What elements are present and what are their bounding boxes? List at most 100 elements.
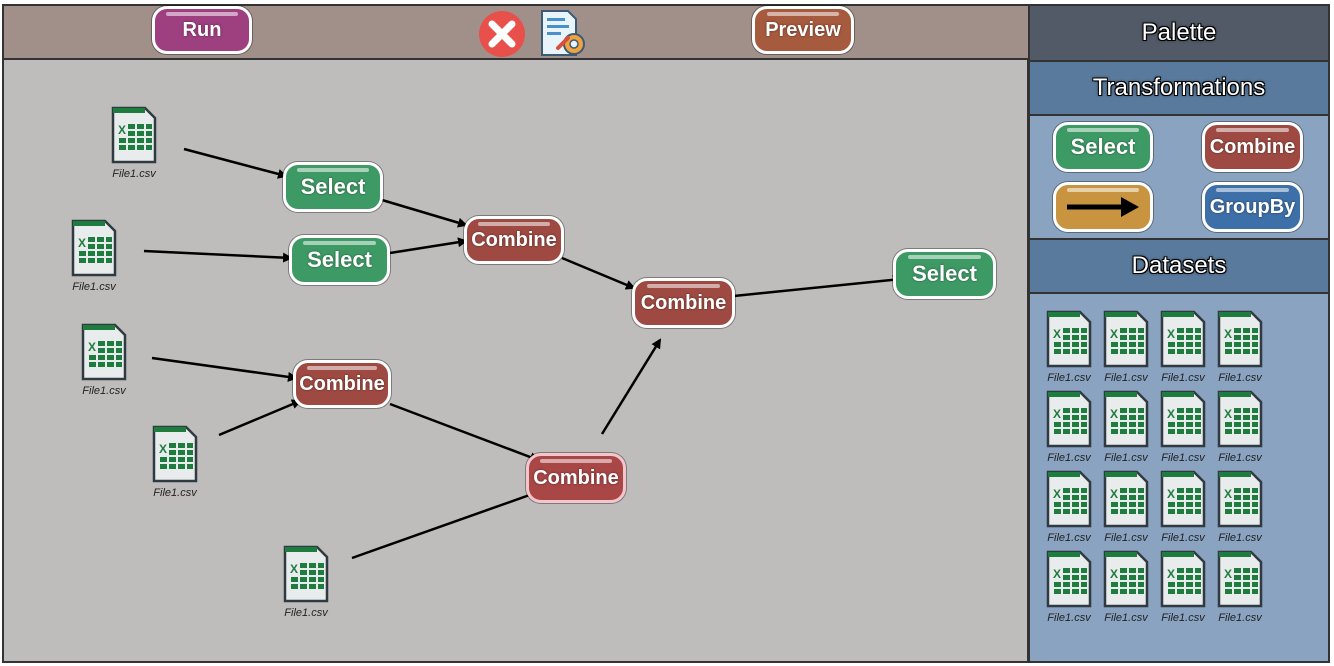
svg-text:X: X [1167,487,1175,501]
excel-file-icon: X [1217,550,1263,608]
transformations-section: Select Combine GroupBy [1030,116,1328,240]
svg-text:X: X [1053,407,1061,421]
svg-text:X: X [1110,567,1118,581]
close-icon[interactable] [478,10,526,58]
edge[interactable] [381,198,468,228]
svg-text:X: X [1053,327,1061,341]
svg-text:X: X [1224,327,1232,341]
excel-file-icon: X [1217,470,1263,528]
dataset-label: File1.csv [1104,532,1148,544]
excel-file-icon: X [111,106,157,164]
svg-text:X: X [1110,407,1118,421]
file-label: File1.csv [284,607,328,619]
svg-text:X: X [1224,487,1232,501]
edge[interactable] [561,256,636,290]
dataset-label: File1.csv [1161,612,1205,624]
edge[interactable] [351,489,540,560]
excel-file-icon: X [152,425,198,483]
dataset-item[interactable]: X File1.csv [1044,548,1094,624]
svg-text:X: X [1224,567,1232,581]
palette-select-button[interactable]: Select [1053,122,1153,172]
excel-file-icon: X [1160,390,1206,448]
connector-layer [143,147,903,560]
workflow-canvas[interactable]: X File1.csv X File1.csv X File1.csv X Fi… [2,59,1029,663]
select-node[interactable]: Select [283,162,383,212]
svg-text:X: X [78,236,86,250]
combine-node[interactable]: Combine [293,360,391,408]
dataset-item[interactable]: X File1.csv [1215,468,1265,544]
file-node[interactable]: X File1.csv [74,321,134,397]
file-label: File1.csv [82,385,126,397]
arrow-right-icon [1067,197,1139,217]
dataset-item[interactable]: X File1.csv [1158,548,1208,624]
excel-file-icon: X [1046,550,1092,608]
combine-node-selected[interactable]: Combine [526,453,626,503]
dataset-label: File1.csv [1161,372,1205,384]
dataset-label: File1.csv [1104,612,1148,624]
document-settings-icon[interactable] [538,8,588,58]
excel-file-icon: X [1046,470,1092,528]
dataset-label: File1.csv [1104,452,1148,464]
toolbar: Run Preview [2,4,1029,60]
preview-button[interactable]: Preview [752,6,854,54]
combine-node[interactable]: Combine [464,216,564,264]
palette-groupby-button[interactable]: GroupBy [1202,182,1303,232]
file-node[interactable]: X File1.csv [276,543,336,619]
edge[interactable] [183,147,288,179]
file-label: File1.csv [153,487,197,499]
edge[interactable] [389,402,540,462]
svg-text:X: X [1053,487,1061,501]
select-node[interactable]: Select [289,235,390,285]
palette-combine-button[interactable]: Combine [1202,122,1303,172]
svg-text:X: X [1224,407,1232,421]
svg-text:X: X [1167,407,1175,421]
svg-text:X: X [88,340,96,354]
excel-file-icon: X [1103,310,1149,368]
excel-file-icon: X [1160,550,1206,608]
dataset-item[interactable]: X File1.csv [1101,388,1151,464]
edge[interactable] [389,237,468,255]
excel-file-icon: X [1217,390,1263,448]
file-node[interactable]: X File1.csv [145,423,205,499]
file-node[interactable]: X File1.csv [64,217,124,293]
dataset-item[interactable]: X File1.csv [1101,468,1151,544]
dataset-item[interactable]: X File1.csv [1101,548,1151,624]
excel-file-icon: X [1103,470,1149,528]
datasets-title: Datasets [1030,240,1328,294]
svg-text:X: X [118,123,126,137]
edge[interactable] [151,356,298,382]
combine-node[interactable]: Combine [632,278,735,328]
dataset-label: File1.csv [1104,372,1148,384]
edge[interactable] [143,249,293,263]
edge[interactable] [600,338,662,435]
excel-file-icon: X [1046,310,1092,368]
excel-file-icon: X [1046,390,1092,448]
palette-panel: Palette Transformations Select Combine G… [1028,4,1330,663]
edge[interactable] [218,399,302,437]
dataset-label: File1.csv [1218,532,1262,544]
excel-file-icon: X [1103,390,1149,448]
svg-text:X: X [159,442,167,456]
file-label: File1.csv [112,168,156,180]
dataset-item[interactable]: X File1.csv [1158,308,1208,384]
svg-text:X: X [290,562,298,576]
svg-text:X: X [1167,327,1175,341]
svg-text:X: X [1053,567,1061,581]
excel-file-icon: X [1160,470,1206,528]
dataset-item[interactable]: X File1.csv [1101,308,1151,384]
svg-text:X: X [1110,327,1118,341]
palette-arrow-button[interactable] [1053,182,1153,232]
file-node[interactable]: X File1.csv [104,104,164,180]
select-node[interactable]: Select [893,249,996,299]
run-button[interactable]: Run [152,6,252,54]
edge[interactable] [733,274,903,298]
dataset-label: File1.csv [1047,612,1091,624]
